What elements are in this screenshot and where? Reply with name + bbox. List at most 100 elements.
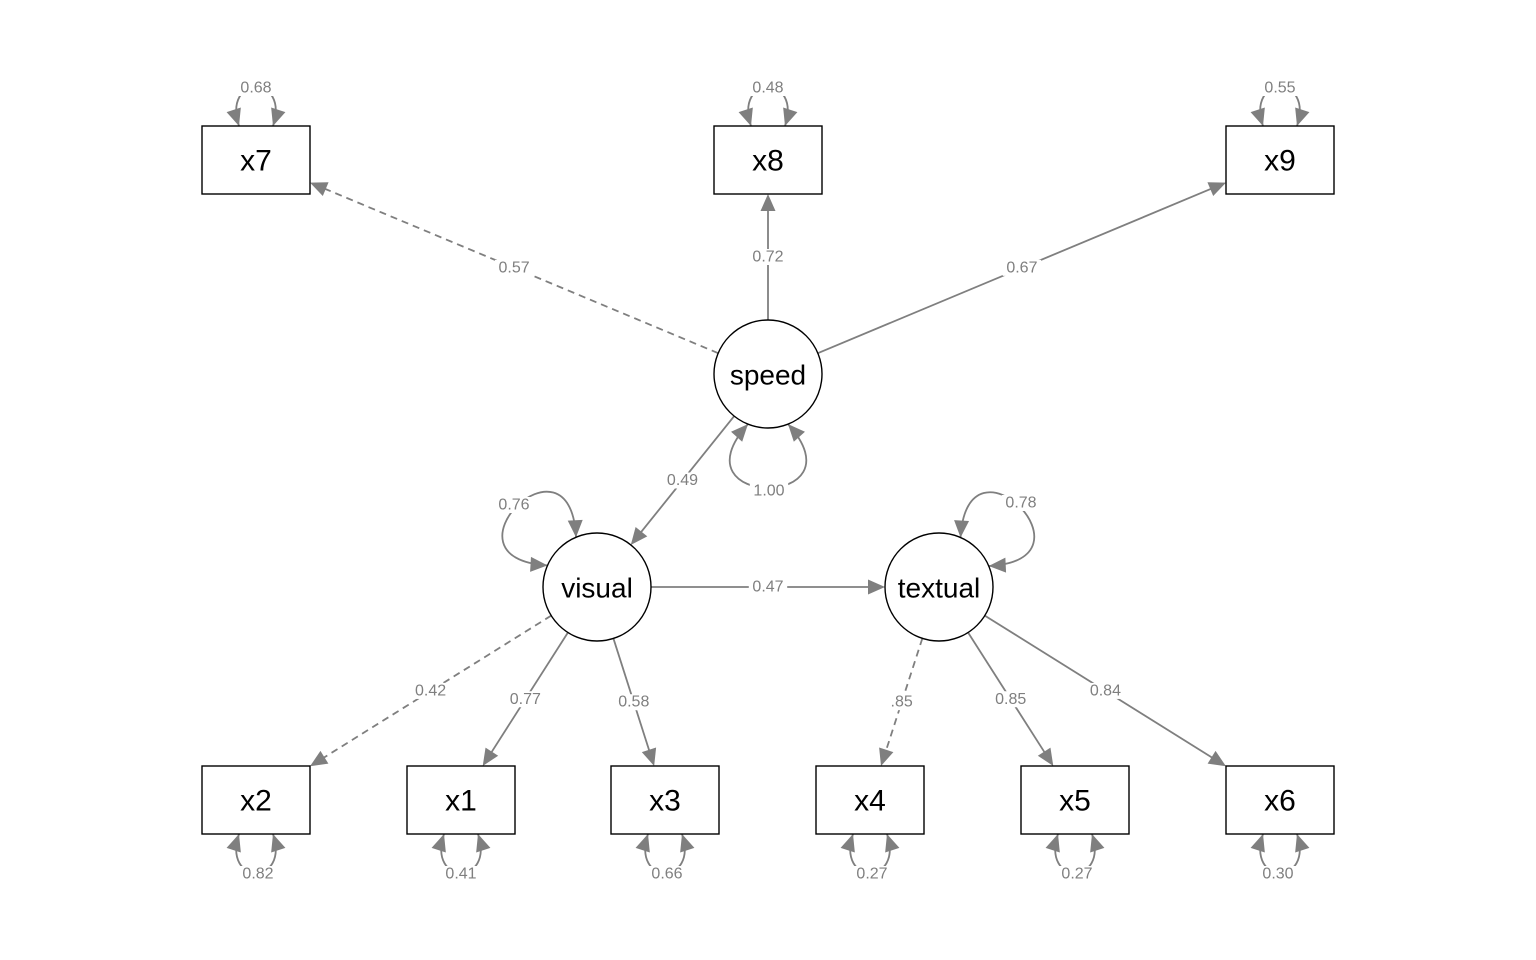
loading-label-visual-x3-group: 0.58: [614, 694, 653, 711]
variance-arrow-b-x5: [1090, 834, 1105, 853]
loading-label-textual-x6: 0.84: [1090, 682, 1121, 699]
node-label-x9: x9: [1264, 145, 1296, 178]
node-label-x4: x4: [854, 785, 886, 818]
variance-label-x6-group: 0.30: [1258, 866, 1298, 883]
node-label-x5: x5: [1059, 785, 1091, 818]
arrowhead-textual-x4: [879, 747, 894, 766]
loading-label-speed-x8: 0.72: [752, 249, 783, 266]
loading-label-speed-x9-bg: [1002, 259, 1042, 276]
variance-arrow-a-x4: [840, 834, 855, 853]
loading-label-speed-visual-bg: [663, 472, 702, 489]
loading-label-speed-x9-group: 0.67: [1002, 259, 1042, 276]
variance-arrow-a-x2: [226, 834, 241, 853]
variance-label-textual-group: 0.78: [1001, 495, 1041, 512]
variance-label-x7-bg: [236, 80, 276, 96]
node-x6: x6: [1225, 765, 1335, 835]
node-textual: textual: [884, 532, 994, 642]
variance-arrow-b-x4: [885, 834, 900, 853]
node-x9: x9: [1225, 125, 1335, 195]
loading-label-speed-visual: 0.49: [667, 472, 698, 489]
variance-label-x3-bg: [647, 866, 687, 882]
variance-label-x9: 0.55: [1264, 80, 1295, 97]
variance-label-textual: 0.78: [1005, 495, 1036, 512]
variance-label-x3: 0.66: [651, 866, 682, 883]
variance-arrow-a-textual: [954, 520, 970, 538]
variance-label-x1: 0.41: [445, 866, 476, 883]
variance-label-visual: 0.76: [498, 497, 529, 514]
variance-label-x5-group: 0.27: [1057, 866, 1097, 883]
variance-arrow-b-x2: [271, 834, 286, 853]
observed-box-x2: [201, 765, 311, 835]
variance-arrow-a-x1: [431, 834, 446, 853]
arrowhead-visual-textual: [868, 579, 885, 595]
variance-arrow-b-textual: [988, 557, 1007, 573]
node-label-visual: visual: [561, 573, 633, 604]
loading-label-visual-x3: 0.58: [618, 694, 649, 711]
observed-box-x7: [201, 125, 311, 195]
arrowhead-visual-x3: [641, 747, 657, 766]
node-label-x1: x1: [445, 785, 477, 818]
node-x5: x5: [1020, 765, 1130, 835]
variance-label-x1-bg: [441, 866, 481, 882]
variance-arrow-a-x9: [1250, 107, 1265, 126]
node-label-x8: x8: [752, 145, 784, 178]
loading-label-speed-x7-bg: [494, 259, 534, 276]
loading-label-visual-x1-group: 0.77: [506, 691, 545, 708]
variance-label-x6: 0.30: [1262, 866, 1293, 883]
observed-box-x3: [610, 765, 720, 835]
variance-label-speed: 1.00: [753, 483, 784, 500]
variance-label-x4-group: 0.27: [852, 866, 892, 883]
variance-label-x4: 0.27: [856, 866, 887, 883]
node-speed: speed: [713, 319, 823, 429]
node-label-speed: speed: [730, 360, 806, 391]
loading-label-textual-x4: .85: [891, 694, 913, 711]
edges-layer: [226, 86, 1310, 874]
variance-label-x6-bg: [1258, 866, 1298, 882]
variance-label-speed-bg: [749, 483, 789, 499]
variance-label-x9-bg: [1260, 80, 1300, 96]
loading-label-textual-x6-bg: [1086, 682, 1125, 699]
observed-box-x8: [713, 125, 823, 195]
loading-label-textual-x4-bg: [886, 694, 917, 711]
loading-label-speed-visual-group: 0.49: [663, 472, 702, 489]
observed-box-x5: [1020, 765, 1130, 835]
loading-label-visual-x1: 0.77: [510, 691, 541, 708]
arrowhead-visual-x1: [482, 747, 499, 766]
variance-arrow-b-x6: [1295, 834, 1310, 853]
variance-arrow-b-x7: [271, 107, 286, 126]
variance-arrow-b-x8: [783, 107, 798, 126]
variance-label-speed-group: 1.00: [749, 483, 789, 500]
arrowhead-speed-x9: [1207, 182, 1226, 197]
loading-label-textual-x4-group: .85: [886, 694, 917, 711]
arrowhead-visual-x2: [310, 750, 329, 767]
variance-label-x2-group: 0.82: [238, 866, 278, 883]
variance-arrow-a-x6: [1250, 834, 1265, 853]
variance-arrow-b-speed: [731, 424, 748, 442]
node-x4: x4: [815, 765, 925, 835]
loading-label-speed-x9: 0.67: [1006, 259, 1037, 276]
loading-label-speed-x8-bg: [748, 249, 788, 265]
node-label-x2: x2: [240, 785, 272, 818]
latent-circle-visual: [542, 532, 652, 642]
variance-arrow-a-x3: [635, 834, 650, 853]
observed-box-x6: [1225, 765, 1335, 835]
variance-arrow-b-x3: [680, 834, 695, 853]
node-visual: visual: [542, 532, 652, 642]
variance-arrow-a-x7: [226, 107, 241, 126]
arrowhead-speed-x7: [310, 182, 329, 197]
variance-label-x3-group: 0.66: [647, 866, 687, 883]
node-label-x7: x7: [240, 145, 272, 178]
variance-label-x2: 0.82: [242, 866, 273, 883]
variance-label-x4-bg: [852, 866, 892, 882]
variance-arrow-b-x9: [1295, 107, 1310, 126]
loading-label-speed-x8-group: 0.72: [748, 249, 788, 266]
loading-label-visual-x2: 0.42: [415, 682, 446, 699]
variance-label-visual-bg: [494, 497, 534, 513]
variance-label-x7-group: 0.68: [236, 80, 276, 97]
loading-label-visual-textual-bg: [748, 579, 788, 595]
variance-arrow-a-visual: [530, 556, 548, 572]
variance-label-visual-group: 0.76: [494, 497, 534, 514]
loading-label-textual-x6-group: 0.84: [1086, 682, 1125, 699]
